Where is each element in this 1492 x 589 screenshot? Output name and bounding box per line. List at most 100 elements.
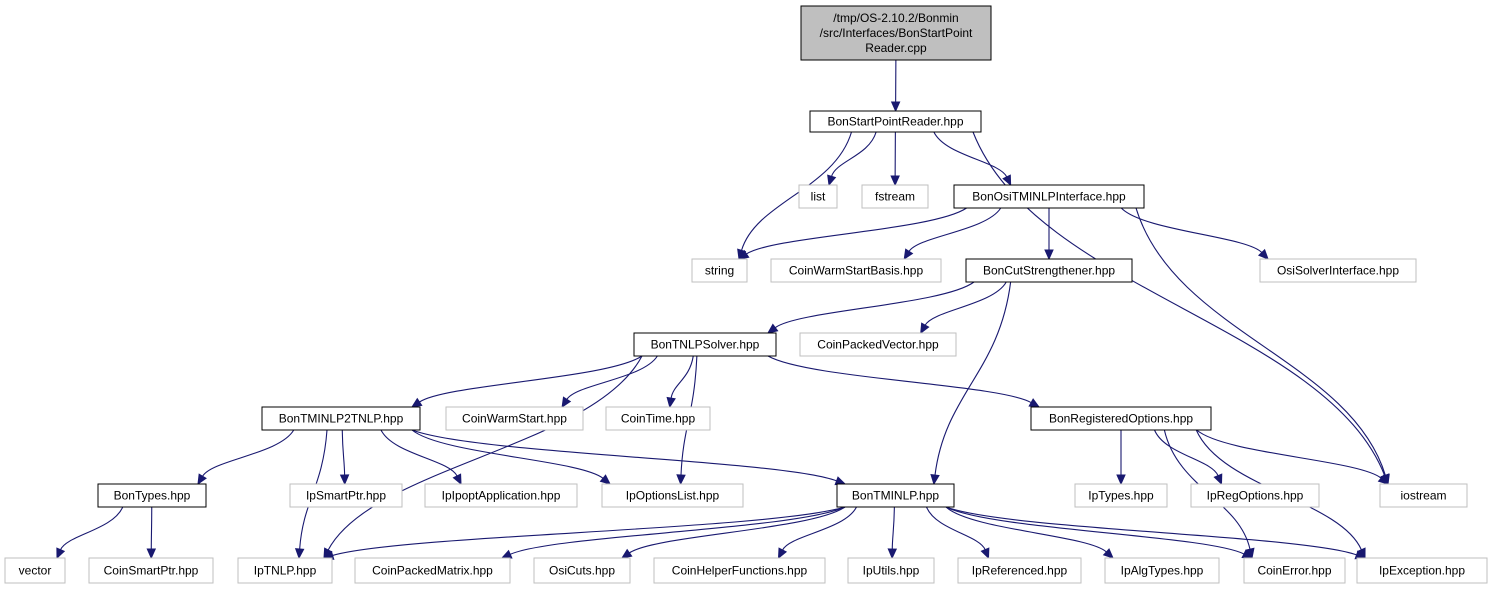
node-label: IpReferenced.hpp [972, 564, 1068, 578]
arrowhead-icon [777, 547, 788, 560]
arrowhead-icon [1257, 248, 1269, 260]
node-box [424, 483, 578, 508]
node-label: IpUtils.hpp [863, 564, 920, 578]
node-box [798, 184, 838, 209]
node-label: CoinHelperFunctions.hpp [672, 564, 808, 578]
node-iostream: iostream [1379, 483, 1468, 508]
node-box [4, 557, 66, 584]
node-bontnlpsolver[interactable]: BonTNLPSolver.hpp [633, 332, 777, 357]
node-label: vector [19, 564, 52, 578]
node-label: BonStartPointReader.hpp [827, 115, 963, 129]
edge-line [925, 506, 986, 550]
edge-bontminlp2tnlp-to-ipsmartptr [339, 429, 350, 486]
node-label: BonTMINLP2TNLP.hpp [279, 412, 404, 426]
edge-root-to-bonstartpointreader [890, 59, 901, 113]
edge-bontminlp2tnlp-to-bontminlp [411, 429, 847, 486]
arrowhead-icon [410, 397, 423, 408]
node-bonstartpointreader[interactable]: BonStartPointReader.hpp [809, 110, 982, 133]
node-box [88, 557, 214, 584]
node-coinwarmstartbasis: CoinWarmStartBasis.hpp [770, 258, 942, 283]
node-root[interactable]: /tmp/OS-2.10.2/Bonmin/src/Interfaces/Bon… [800, 5, 992, 61]
node-box [691, 258, 748, 283]
node-label: IpOptionsList.hpp [626, 489, 720, 503]
node-box [445, 406, 584, 431]
arrowhead-icon [920, 322, 930, 335]
node-box [533, 557, 631, 584]
node-box [809, 110, 982, 133]
node-bonositminlp[interactable]: BonOsiTMINLPInterface.hpp [953, 184, 1145, 209]
node-label: IpSmartPtr.hpp [306, 489, 386, 503]
arrowhead-icon [887, 548, 898, 560]
node-bontypes[interactable]: BonTypes.hpp [97, 483, 207, 508]
edge-bonositminlp-to-string [737, 207, 967, 260]
node-ipregoptions: IpRegOptions.hpp [1190, 483, 1320, 508]
node-fstream: fstream [861, 184, 929, 209]
edge-line [60, 506, 124, 551]
edge-line [670, 355, 694, 399]
edge-line [202, 429, 295, 477]
edge-line [945, 506, 1357, 556]
node-box [1030, 406, 1212, 431]
node-string: string [691, 258, 748, 283]
edge-bontminlp2tnlp-to-ipipoptapplication [380, 429, 462, 486]
edge-line [831, 131, 877, 177]
node-boncutstrengthener[interactable]: BonCutStrengthener.hpp [965, 258, 1133, 283]
node-list: list [798, 184, 838, 209]
node-bontminlp[interactable]: BonTMINLP.hpp [836, 483, 955, 508]
edge-line [782, 506, 857, 551]
node-label: /tmp/OS-2.10.2/Bonmin [833, 11, 958, 25]
edge-bontminlp-to-iptnlp [322, 506, 846, 560]
edge-line [411, 429, 837, 482]
arrowhead-icon [666, 396, 676, 409]
node-label: iostream [1400, 489, 1446, 503]
edge-bontypes-to-vector [56, 506, 124, 560]
edge-bontminlp-to-ipexception [945, 506, 1367, 560]
edge-bonregisteredoptions-to-ipregoptions [1153, 429, 1223, 486]
node-bontminlp2tnlp[interactable]: BonTMINLP2TNLP.hpp [261, 406, 421, 431]
edge-line [934, 281, 1012, 476]
edge-bontnlpsolver-to-bonregisteredoptions [767, 355, 1041, 408]
node-label: CoinTime.hpp [621, 412, 696, 426]
arrowhead-icon [980, 547, 990, 560]
node-box [965, 258, 1133, 283]
edge-bonstartpointreader-to-list [827, 131, 877, 187]
arrowhead-icon [890, 175, 900, 187]
node-ipalgtypes: IpAlgTypes.hpp [1104, 557, 1220, 584]
edge-line [327, 355, 643, 551]
edge-line [332, 506, 846, 556]
node-box [605, 406, 711, 431]
arrowhead-icon [1002, 174, 1012, 187]
edge-line [891, 506, 895, 550]
node-label: IpException.hpp [1379, 564, 1465, 578]
node-label: IpRegOptions.hpp [1207, 489, 1304, 503]
arrowhead-icon [834, 476, 847, 486]
node-box [1104, 557, 1220, 584]
arrowhead-icon [737, 249, 750, 260]
arrowhead-icon [620, 548, 633, 559]
node-box [861, 184, 929, 209]
node-box [836, 483, 955, 508]
arrowhead-icon [294, 548, 305, 560]
edge-line [566, 355, 658, 400]
node-label: BonCutStrengthener.hpp [983, 264, 1115, 278]
arrowhead-icon [903, 248, 914, 261]
node-label: BonTNLPSolver.hpp [651, 338, 760, 352]
edge-line [1120, 207, 1263, 253]
arrowhead-icon [1028, 398, 1041, 408]
node-label: IpAlgTypes.hpp [1121, 564, 1204, 578]
edge-bontminlp-to-ipreferenced [925, 506, 990, 560]
arrowhead-icon [890, 101, 901, 113]
arrowhead-icon [1102, 548, 1114, 559]
node-ipoptionslist: IpOptionsList.hpp [601, 483, 744, 508]
node-box [1074, 483, 1168, 508]
node-box [799, 332, 957, 357]
node-box [601, 483, 744, 508]
node-coinpackedvector: CoinPackedVector.hpp [799, 332, 957, 357]
node-label: list [811, 190, 826, 204]
node-bonregisteredoptions[interactable]: BonRegisteredOptions.hpp [1030, 406, 1212, 431]
edge-bonstartpointreader-to-fstream [890, 131, 900, 187]
edge-bontminlp-to-coinerror [945, 506, 1254, 559]
node-coinhelperfunctions: CoinHelperFunctions.hpp [653, 557, 826, 584]
edge-line [945, 506, 1245, 555]
node-label: CoinPackedVector.hpp [817, 338, 939, 352]
